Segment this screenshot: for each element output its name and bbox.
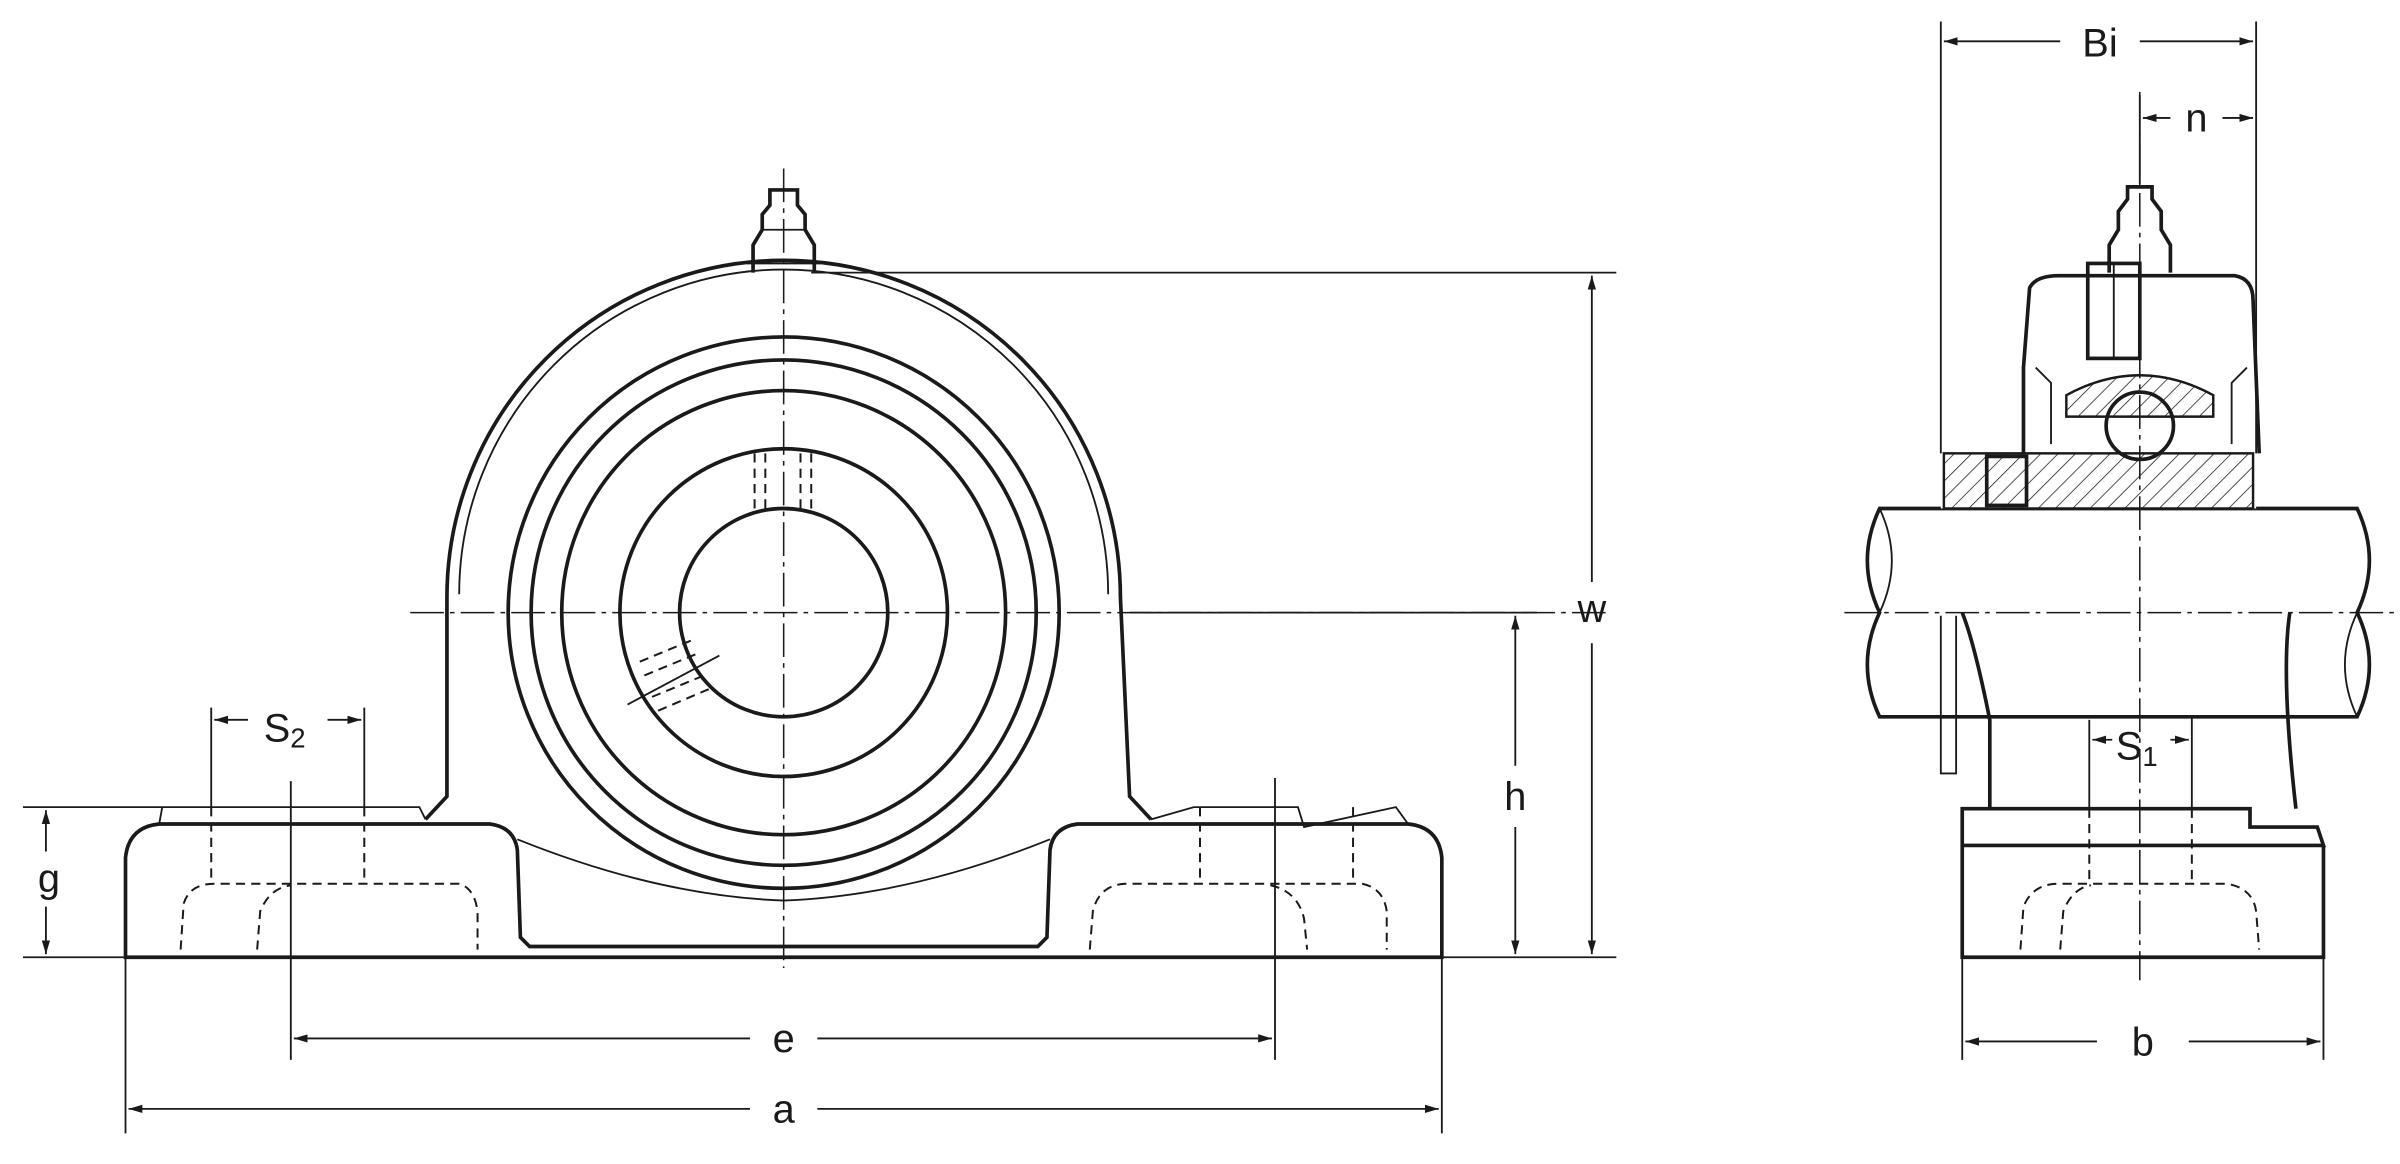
bore bbox=[677, 506, 890, 719]
bearing-outer-ring bbox=[506, 335, 1062, 891]
inner-ring bbox=[618, 446, 950, 779]
housing-outline bbox=[424, 258, 1153, 821]
dimension-g: g bbox=[38, 856, 60, 900]
side-housing bbox=[1960, 611, 2298, 809]
grease-nipple bbox=[751, 188, 817, 273]
dimension-w: w bbox=[1576, 587, 1606, 631]
dimension-s2: S2 bbox=[264, 706, 306, 753]
inner-ring-section bbox=[1942, 452, 2255, 510]
dimension-e: e bbox=[773, 1017, 795, 1061]
side-base bbox=[1960, 806, 2327, 960]
dimension-s1: S1 bbox=[2116, 725, 2158, 772]
dimension-n: n bbox=[2185, 97, 2207, 141]
front-view bbox=[123, 168, 1608, 968]
dimension-b: b bbox=[2132, 1020, 2154, 1064]
side-view bbox=[1844, 91, 2400, 981]
dimension-bi: Bi bbox=[2082, 22, 2117, 66]
side-dimensions: Bi n S1 b bbox=[1939, 21, 2325, 1064]
front-dimensions: w h g S2 e a bbox=[22, 271, 1617, 1134]
dimension-h: h bbox=[1504, 775, 1526, 819]
dimension-a: a bbox=[773, 1088, 796, 1132]
housing-base bbox=[123, 822, 1444, 960]
